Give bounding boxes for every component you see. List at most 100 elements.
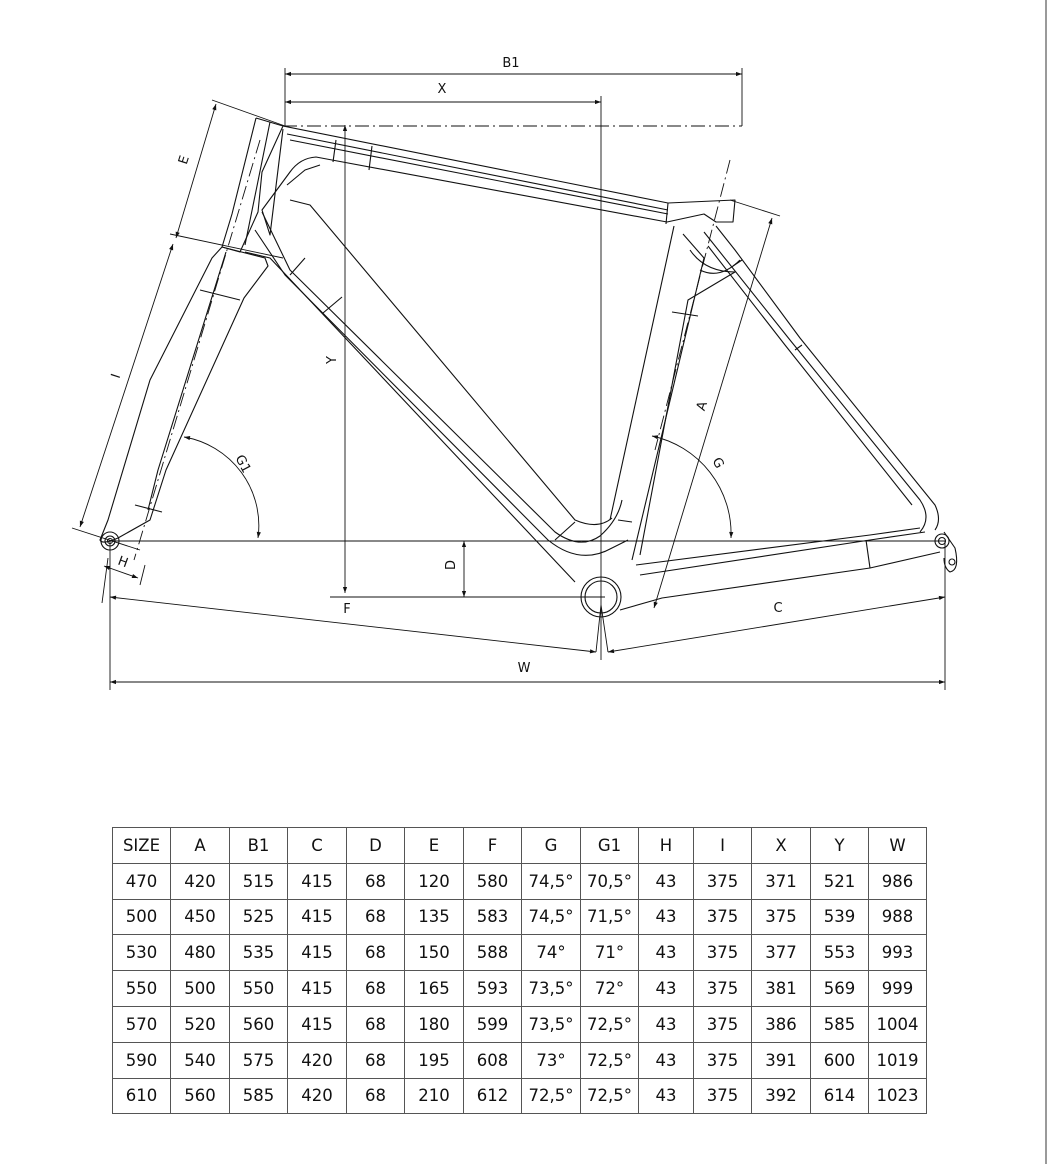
- seat-stay: [715, 225, 940, 531]
- table-cell-size: 530: [112, 934, 171, 972]
- column-header-x: X: [751, 827, 811, 864]
- table-cell-h: 43: [638, 1077, 694, 1115]
- label-i: I: [109, 372, 124, 380]
- table-cell-f: 608: [463, 1041, 522, 1079]
- label-d: D: [444, 560, 459, 570]
- table-cell-e: 135: [404, 898, 464, 936]
- label-e: E: [176, 154, 193, 166]
- table-cell-g1: 70,5°: [580, 862, 639, 900]
- table-cell-b1: 550: [229, 970, 288, 1007]
- table-cell-f: 583: [463, 898, 522, 936]
- table-cell-y: 569: [810, 970, 869, 1007]
- seat-tube: [631, 233, 705, 561]
- down-tube: [261, 211, 623, 543]
- table-cell-size: 550: [112, 970, 171, 1007]
- column-header-f: F: [463, 827, 522, 864]
- table-cell-b1: 515: [229, 862, 288, 900]
- table-cell-i: 375: [693, 970, 752, 1007]
- column-header-size: SIZE: [112, 827, 171, 864]
- column-header-c: C: [287, 827, 347, 864]
- table-cell-c: 420: [287, 1077, 347, 1115]
- table-cell-e: 195: [404, 1041, 464, 1079]
- table-cell-a: 480: [170, 934, 230, 972]
- table-cell-d: 68: [346, 934, 405, 972]
- table-cell-d: 68: [346, 1041, 405, 1079]
- table-cell-b1: 535: [229, 934, 288, 972]
- table-cell-a: 420: [170, 862, 230, 900]
- table-cell-x: 381: [751, 970, 811, 1007]
- table-cell-y: 614: [810, 1077, 869, 1115]
- table-cell-h: 43: [638, 934, 694, 972]
- column-header-d: D: [346, 827, 405, 864]
- table-cell-e: 150: [404, 934, 464, 972]
- label-g1: G1: [232, 453, 254, 476]
- table-cell-c: 420: [287, 1041, 347, 1079]
- column-header-e: E: [404, 827, 464, 864]
- label-c: C: [773, 601, 782, 616]
- table-cell-w: 986: [868, 862, 927, 900]
- table-cell-w: 999: [868, 970, 927, 1007]
- label-h: H: [116, 554, 130, 571]
- table-cell-f: 612: [463, 1077, 522, 1115]
- table-cell-a: 500: [170, 970, 230, 1007]
- table-cell-g: 73°: [521, 1041, 581, 1079]
- table-cell-size: 610: [112, 1077, 171, 1115]
- table-cell-a: 450: [170, 898, 230, 936]
- table-cell-x: 377: [751, 934, 811, 972]
- table-cell-y: 521: [810, 862, 869, 900]
- table-cell-g1: 72,5°: [580, 1041, 639, 1079]
- frame-geometry-drawing: B1 X E I Y G1 H D F W A G C: [71, 56, 958, 690]
- table-cell-y: 539: [810, 898, 869, 936]
- table-cell-g: 74,5°: [521, 862, 581, 900]
- table-cell-e: 165: [404, 970, 464, 1007]
- column-header-a: A: [170, 827, 230, 864]
- table-cell-x: 392: [751, 1077, 811, 1115]
- column-header-g1: G1: [580, 827, 639, 864]
- table-cell-x: 391: [751, 1041, 811, 1079]
- table-cell-g: 73,5°: [521, 970, 581, 1007]
- table-cell-i: 375: [693, 862, 752, 900]
- table-cell-g: 74,5°: [521, 898, 581, 936]
- table-cell-i: 375: [693, 1005, 752, 1043]
- label-w: W: [518, 661, 531, 676]
- column-header-b1: B1: [229, 827, 288, 864]
- column-header-w: W: [868, 827, 927, 864]
- table-cell-size: 570: [112, 1005, 171, 1043]
- table-cell-y: 600: [810, 1041, 869, 1079]
- table-cell-e: 210: [404, 1077, 464, 1115]
- column-header-h: H: [638, 827, 694, 864]
- table-cell-g1: 72,5°: [580, 1005, 639, 1043]
- table-cell-b1: 525: [229, 898, 288, 936]
- table-cell-a: 520: [170, 1005, 230, 1043]
- table-cell-i: 375: [693, 898, 752, 936]
- table-cell-g1: 72,5°: [580, 1077, 639, 1115]
- dimension-labels: B1 X E I Y G1 H D F W A G C: [109, 56, 783, 676]
- table-cell-y: 553: [810, 934, 869, 972]
- table-cell-size: 500: [112, 898, 171, 936]
- table-cell-x: 375: [751, 898, 811, 936]
- table-cell-d: 68: [346, 898, 405, 936]
- table-cell-h: 43: [638, 1041, 694, 1079]
- table-cell-size: 470: [112, 862, 171, 900]
- table-cell-c: 415: [287, 1005, 347, 1043]
- table-cell-b1: 575: [229, 1041, 288, 1079]
- label-g: G: [709, 455, 727, 471]
- frame-outline: [99, 117, 958, 618]
- table-cell-a: 540: [170, 1041, 230, 1079]
- chain-stay: [639, 531, 926, 576]
- head-tube: [221, 117, 284, 253]
- table-cell-a: 560: [170, 1077, 230, 1115]
- table-cell-b1: 560: [229, 1005, 288, 1043]
- table-cell-x: 371: [751, 862, 811, 900]
- page-edge-divider: [1045, 0, 1047, 1164]
- table-cell-d: 68: [346, 970, 405, 1007]
- table-cell-w: 1023: [868, 1077, 927, 1115]
